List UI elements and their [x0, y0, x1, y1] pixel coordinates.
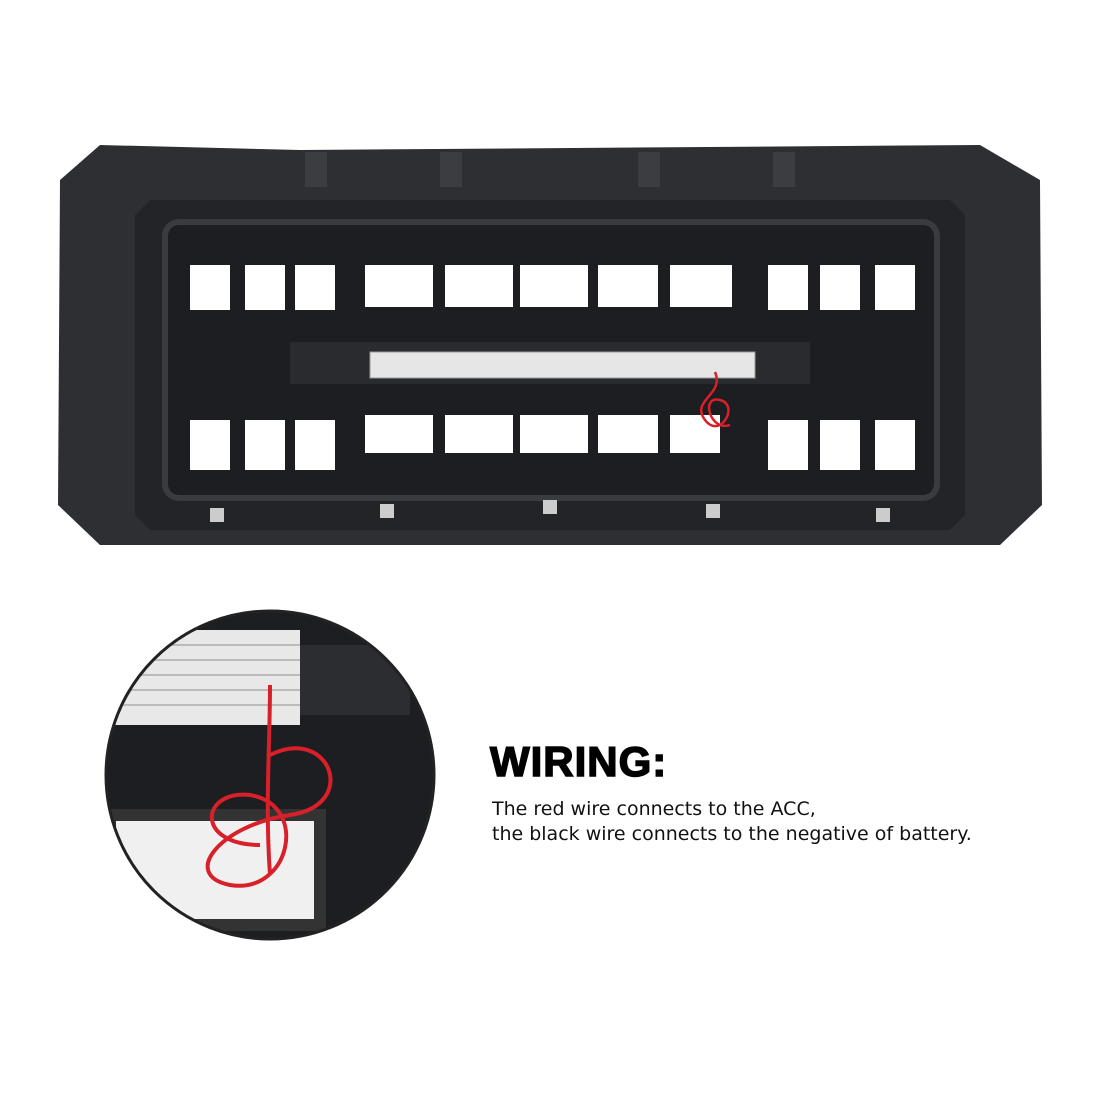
wiring-closeup-image: [104, 609, 436, 941]
grille-product-image: [58, 145, 1042, 545]
red-wire: [700, 371, 731, 428]
led-light-bar: [369, 351, 756, 379]
grille-openings: [190, 265, 915, 470]
wiring-line-red: The red wire connects to the ACC,: [492, 798, 816, 820]
wiring-line-black: the black wire connects to the negative …: [492, 823, 972, 845]
mount-tabs: [305, 152, 795, 187]
bottom-clips: [210, 500, 890, 522]
wiring-heading: WIRING:: [489, 737, 668, 786]
wiring-description: The red wire connects to the ACC, the bl…: [492, 797, 972, 847]
red-wire-coil: [205, 684, 333, 888]
